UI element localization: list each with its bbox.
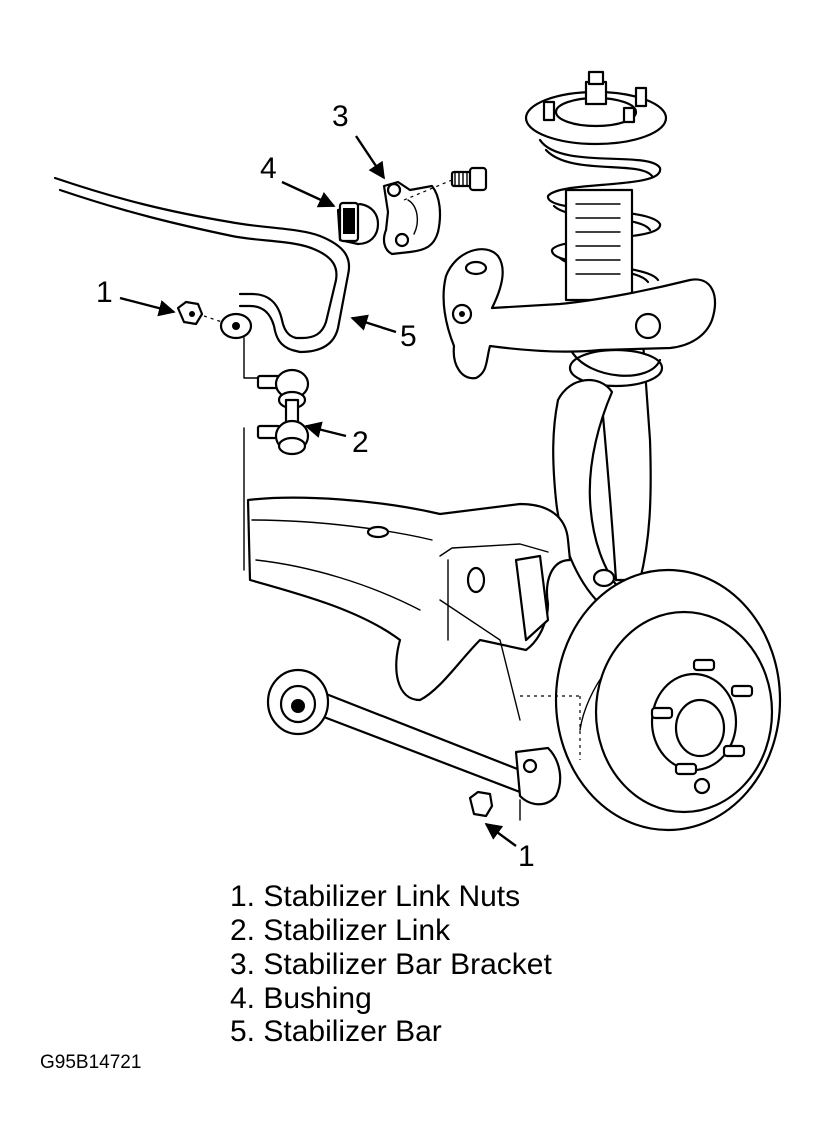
callout-3: 3 <box>332 100 349 133</box>
callout-1-top: 1 <box>96 276 113 309</box>
trailing-arm <box>552 378 622 606</box>
callout-arrows <box>119 135 517 847</box>
lateral-arm <box>266 668 562 821</box>
callout-5: 5 <box>400 320 417 353</box>
legend-item-2: 2. Stabilizer Link <box>230 914 451 947</box>
legend-item-1: 1. Stabilizer Link Nuts <box>230 880 520 913</box>
legend: 1. Stabilizer Link Nuts 2. Stabilizer Li… <box>230 880 552 1048</box>
axle-beam <box>246 496 572 721</box>
stabilizer-bar <box>53 176 351 354</box>
callout-1-bottom: 1 <box>518 840 535 873</box>
brake-drum <box>520 568 782 832</box>
legend-item-5: 5. Stabilizer Bar <box>230 1015 442 1048</box>
strut-assembly <box>524 70 668 582</box>
knuckle-upper <box>442 248 717 380</box>
figure-code: G95B14721 <box>40 1052 141 1073</box>
bracket-bolt <box>403 166 488 201</box>
callout-4: 4 <box>260 152 277 185</box>
stabilizer-link-nut-top <box>176 300 223 326</box>
legend-item-4: 4. Bushing <box>230 982 372 1015</box>
stabilizer-link <box>243 337 310 571</box>
stabilizer-link-nut-bottom <box>468 790 494 818</box>
bushing <box>336 201 380 246</box>
legend-item-3: 3. Stabilizer Bar Bracket <box>230 948 552 981</box>
stabilizer-bar-eye <box>219 312 253 340</box>
stabilizer-bar-bracket <box>382 180 442 256</box>
callout-2: 2 <box>352 426 369 459</box>
